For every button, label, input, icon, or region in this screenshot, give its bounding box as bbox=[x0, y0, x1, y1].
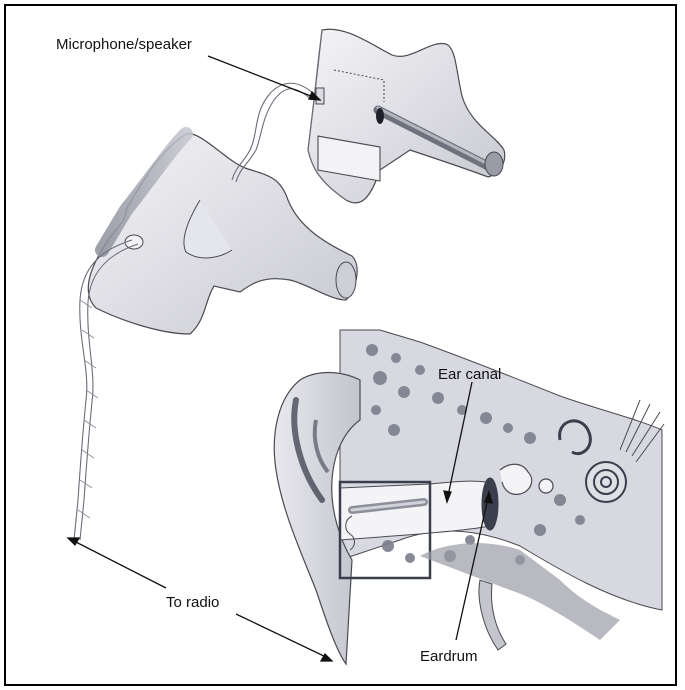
ear-canal-label: Ear canal bbox=[438, 366, 501, 383]
upper-earplug-icon bbox=[308, 29, 505, 203]
to-radio-leader-right bbox=[236, 614, 328, 658]
microphone-leader-line bbox=[208, 56, 316, 98]
to-radio-label: To radio bbox=[166, 594, 219, 611]
eardrum-label: Eardrum bbox=[420, 648, 478, 665]
to-radio-leader-left bbox=[72, 540, 166, 588]
to-radio-arrowhead-left bbox=[68, 538, 79, 545]
microphone-speaker-label: Microphone/speaker bbox=[56, 36, 192, 53]
